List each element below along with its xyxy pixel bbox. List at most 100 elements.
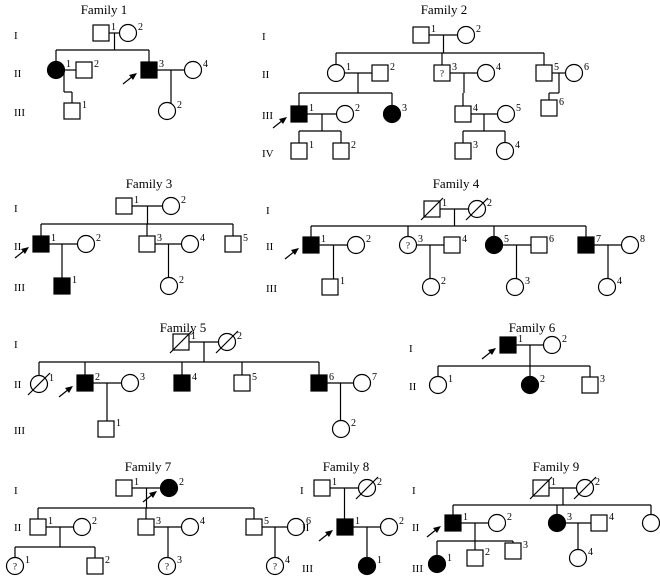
member-number: 5 <box>554 62 559 73</box>
member-number: 1 <box>346 62 351 73</box>
proband-arrow-icon <box>291 248 299 255</box>
female-affected-symbol <box>382 104 402 124</box>
female-symbol <box>5 556 25 576</box>
member-number: 3 <box>600 374 605 385</box>
family-title: Family 8 <box>323 459 370 474</box>
male-symbol <box>590 514 608 532</box>
male-affected-symbol <box>577 236 595 254</box>
female-symbol <box>161 196 181 216</box>
member-number: 1 <box>355 516 360 527</box>
male-symbol <box>535 64 553 82</box>
member-number: 2 <box>181 195 186 206</box>
member-number: 2 <box>487 198 492 209</box>
member-number: 1 <box>66 59 71 70</box>
member-number: 3 <box>523 540 528 551</box>
female-symbol <box>542 335 562 355</box>
female-symbol <box>265 556 285 576</box>
generation-label: II <box>412 522 420 534</box>
member-number: 5 <box>264 516 269 527</box>
member-number: 4 <box>617 276 622 287</box>
member-number: 3 <box>525 276 530 287</box>
male-symbol <box>137 518 155 536</box>
member-number: 1 <box>431 24 436 35</box>
pedigree-family-9: Family 9IIIIII12123451234 <box>412 459 660 575</box>
female-symbol <box>505 277 525 297</box>
member-number: 1 <box>551 477 556 488</box>
generation-label: II <box>14 522 22 534</box>
member-number: 4 <box>462 234 467 245</box>
female-symbol <box>157 101 177 121</box>
proband-arrow-icon <box>21 247 29 254</box>
member-number: 4 <box>588 547 593 558</box>
member-number: 2 <box>351 140 356 151</box>
male-symbol <box>433 64 451 82</box>
member-number: 6 <box>306 516 311 527</box>
male-affected-symbol <box>302 236 320 254</box>
member-number: 2 <box>485 547 490 558</box>
member-number: 3 <box>177 555 182 566</box>
generation-label: I <box>14 30 18 42</box>
generation-label: II <box>14 379 22 391</box>
female-symbol <box>180 234 200 254</box>
female-symbol <box>487 513 507 533</box>
generation-label: I <box>262 31 266 43</box>
member-number: 3 <box>402 103 407 114</box>
unknown-status-mark: ? <box>273 562 277 572</box>
female-symbol <box>120 373 140 393</box>
member-number: 2 <box>92 516 97 527</box>
member-number: 2 <box>351 418 356 429</box>
male-affected-symbol <box>32 235 50 253</box>
female-symbol <box>379 517 399 537</box>
deceased-slash <box>27 372 51 396</box>
generation-label: I <box>300 485 304 497</box>
family-title: Family 5 <box>160 320 207 335</box>
member-number: 1 <box>321 234 326 245</box>
male-affected-symbol <box>76 374 94 392</box>
member-number: 2 <box>562 334 567 345</box>
female-symbol <box>620 235 640 255</box>
male-symbol <box>63 102 81 120</box>
deceased-slash <box>420 197 444 221</box>
member-number: 7 <box>596 234 601 245</box>
male-symbol <box>290 142 308 160</box>
male-symbol <box>371 64 389 82</box>
male-symbol <box>332 142 350 160</box>
member-number: 3 <box>567 512 572 523</box>
member-number: 2 <box>177 100 182 111</box>
female-symbol <box>641 513 660 533</box>
member-number: 7 <box>372 372 377 383</box>
proband-arrow-icon <box>279 117 287 124</box>
generation-label: III <box>262 110 273 122</box>
member-number: 3 <box>159 59 164 70</box>
member-number: 1 <box>116 418 121 429</box>
member-number: 4 <box>609 512 614 523</box>
generation-label: I <box>14 339 18 351</box>
female-symbol <box>495 141 515 161</box>
female-symbol <box>496 104 516 124</box>
male-symbol <box>504 542 522 560</box>
unknown-status-mark: ? <box>406 241 410 251</box>
member-number: 3 <box>156 516 161 527</box>
generation-label: I <box>14 485 18 497</box>
family-title: Family 7 <box>125 459 172 474</box>
male-affected-symbol <box>140 61 158 79</box>
member-number: 1 <box>191 331 196 342</box>
member-number: 1 <box>51 233 56 244</box>
member-number: 3 <box>140 372 145 383</box>
female-symbol <box>568 548 588 568</box>
female-symbol <box>286 517 306 537</box>
male-symbol <box>245 518 263 536</box>
male-symbol <box>530 236 548 254</box>
male-affected-symbol <box>173 374 191 392</box>
member-number: 4 <box>473 103 478 114</box>
generation-label: I <box>409 343 413 355</box>
member-number: 1 <box>82 100 87 111</box>
member-number: 3 <box>418 234 423 245</box>
male-symbol <box>321 278 339 296</box>
generation-label: II <box>409 381 417 393</box>
